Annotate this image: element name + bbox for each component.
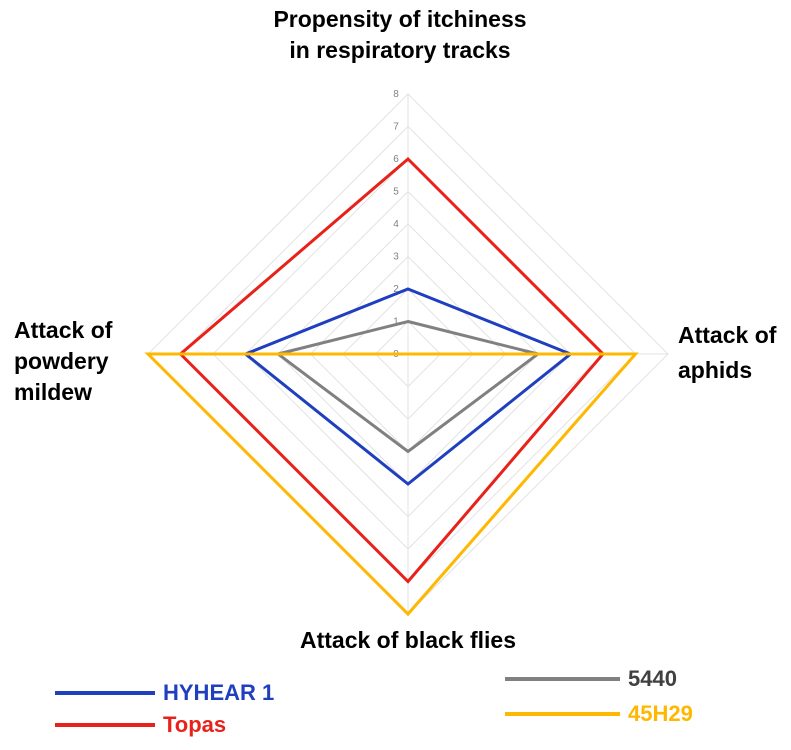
series-topas [178, 156, 606, 584]
legend-label-hyhear-1: HYHEAR 1 [163, 680, 275, 705]
series-hyhear-1 [242, 287, 574, 486]
tick-label-2: 2 [393, 284, 399, 295]
legend-swatch-5440 [505, 677, 620, 681]
tick-label-3: 3 [393, 252, 399, 263]
legend-swatch-topas [55, 723, 155, 727]
tick-label-6: 6 [393, 154, 399, 165]
tick-label-5: 5 [393, 187, 399, 198]
tick-label-8: 8 [393, 89, 399, 100]
tick-label-4: 4 [393, 219, 399, 230]
radar-series [144, 156, 639, 617]
tick-label-1: 1 [393, 317, 399, 328]
legend-label-5440: 5440 [628, 666, 677, 691]
legend-item-topas: Topas [55, 712, 226, 738]
axis-label-2: Attack of black flies [300, 627, 516, 653]
legend-label-45h29: 45H29 [628, 701, 693, 726]
legend-item-hyhear-1: HYHEAR 1 [55, 680, 274, 706]
legend-label-topas: Topas [163, 712, 227, 737]
legend-swatch-hyhear-1 [55, 691, 155, 695]
series-45h29 [144, 352, 639, 617]
legend-swatch-45h29 [505, 712, 620, 716]
tick-label-7: 7 [393, 122, 399, 133]
legend-item-5440: 5440 [505, 666, 677, 692]
legend-item-45h29: 45H29 [505, 701, 693, 727]
series-5440 [274, 319, 542, 454]
